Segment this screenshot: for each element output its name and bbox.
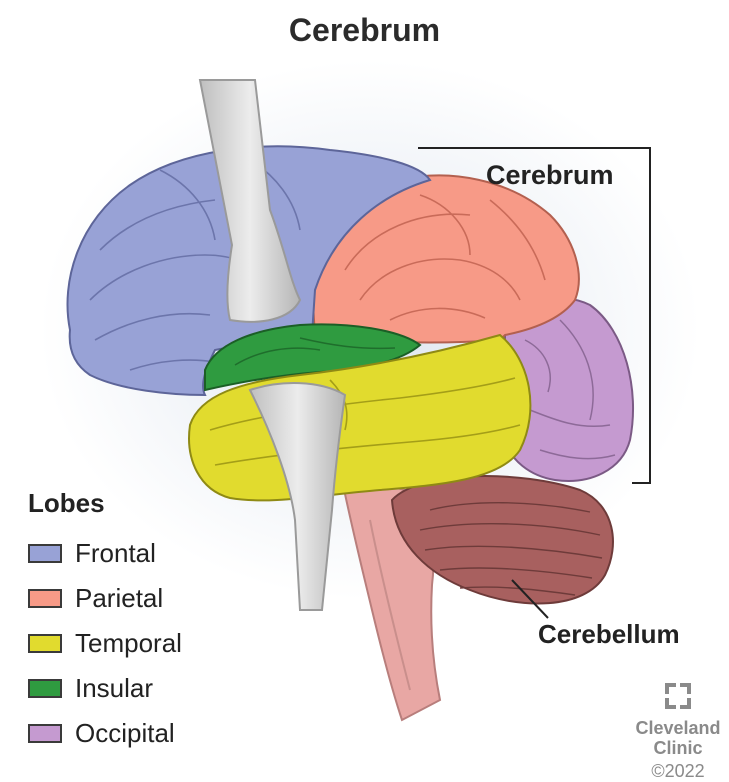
- legend-item-insular: Insular: [28, 666, 182, 711]
- legend-label: Insular: [75, 673, 153, 704]
- temporal-swatch: [28, 634, 62, 653]
- cleveland-clinic-brand: Cleveland Clinic ©2022: [628, 683, 728, 782]
- legend-item-temporal: Temporal: [28, 621, 182, 666]
- legend-label: Temporal: [75, 628, 182, 659]
- legend-label: Occipital: [75, 718, 175, 749]
- cerebrum-label: Cerebrum: [486, 160, 614, 191]
- occipital-swatch: [28, 724, 62, 743]
- lobes-legend: Lobes Frontal Parietal Temporal Insular …: [28, 488, 182, 756]
- insular-swatch: [28, 679, 62, 698]
- cleveland-clinic-cross-icon: [665, 683, 691, 709]
- frontal-swatch: [28, 544, 62, 563]
- legend-item-frontal: Frontal: [28, 531, 182, 576]
- legend-label: Frontal: [75, 538, 156, 569]
- parietal-swatch: [28, 589, 62, 608]
- legend-item-parietal: Parietal: [28, 576, 182, 621]
- cerebellum-label: Cerebellum: [538, 619, 680, 650]
- legend-title: Lobes: [28, 488, 182, 519]
- brand-name-line1: Cleveland: [628, 718, 728, 738]
- brand-copyright: ©2022: [628, 760, 728, 782]
- legend-item-occipital: Occipital: [28, 711, 182, 756]
- legend-label: Parietal: [75, 583, 163, 614]
- brand-name-line2: Clinic: [628, 738, 728, 758]
